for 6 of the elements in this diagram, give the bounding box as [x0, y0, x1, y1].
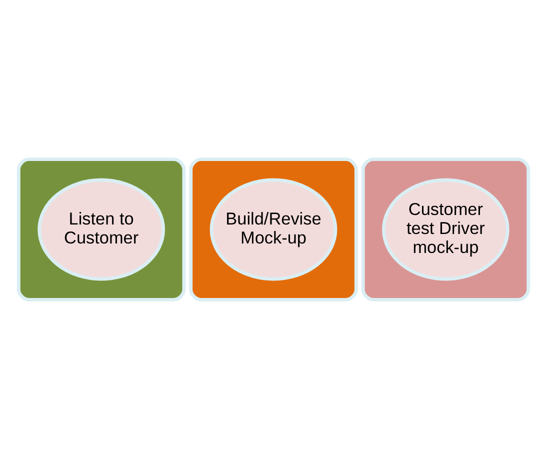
- node-ellipse: Listen to Customer: [38, 178, 166, 281]
- cluster: [16, 158, 186, 302]
- node-ellipse: Customer test Driver mock-up: [382, 178, 510, 281]
- node-ellipse: Build/Revise Mock-up: [210, 178, 338, 281]
- cluster: [189, 158, 358, 302]
- cluster: [361, 158, 530, 302]
